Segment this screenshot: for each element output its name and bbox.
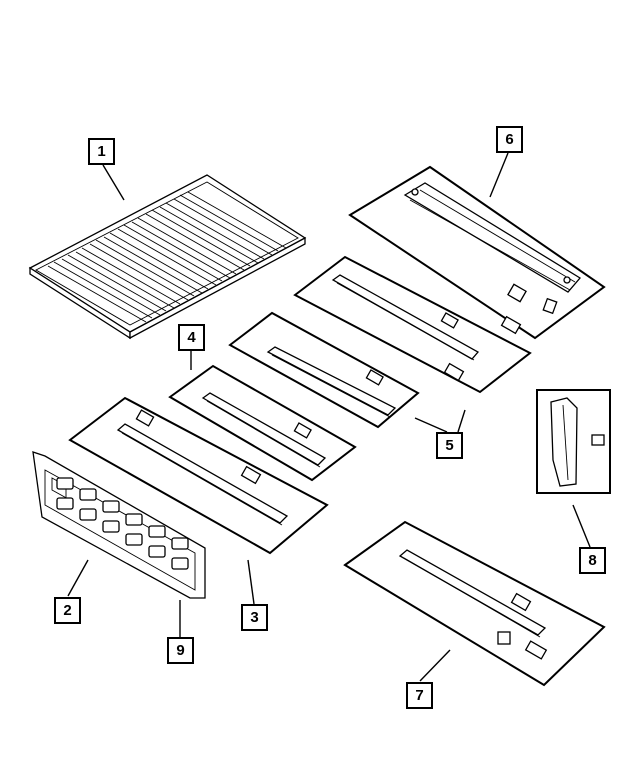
svg-text:6: 6 (505, 131, 513, 148)
callout-9: 9 (167, 637, 194, 664)
side-rail-plate (348, 165, 606, 340)
crossmember-plate-a (293, 255, 532, 394)
callout-4: 4 (178, 324, 205, 351)
svg-text:3: 3 (250, 609, 258, 626)
leader-6 (489, 152, 509, 198)
callout-8: 8 (579, 547, 606, 574)
crossmember-plate-c (168, 364, 357, 482)
crossmember-plate-d (68, 396, 329, 555)
svg-text:4: 4 (187, 329, 196, 346)
front-panel (32, 451, 206, 599)
lower-rail-plate (343, 520, 606, 687)
svg-text:9: 9 (176, 642, 184, 659)
leader-7 (419, 649, 451, 682)
svg-text:5: 5 (445, 437, 453, 454)
callout-2: 2 (54, 597, 81, 624)
leader-1 (102, 164, 125, 201)
svg-text:1: 1 (97, 143, 105, 160)
leader-lines (67, 152, 591, 682)
leader-2 (67, 559, 89, 597)
leader-5a (414, 417, 448, 433)
leader-5b (457, 409, 466, 433)
leader-3 (247, 559, 255, 605)
callout-6: 6 (496, 126, 523, 153)
floor-panel (28, 174, 307, 340)
leader-8 (572, 504, 591, 548)
svg-text:2: 2 (63, 602, 71, 619)
crossmember-plate-b (228, 311, 420, 429)
svg-text:8: 8 (588, 552, 596, 569)
callout-7: 7 (406, 682, 433, 709)
svg-text:7: 7 (415, 687, 423, 704)
callout-5: 5 (436, 432, 463, 459)
callout-3: 3 (241, 604, 268, 631)
callout-1: 1 (88, 138, 115, 165)
bracket-detail-box (536, 389, 611, 494)
